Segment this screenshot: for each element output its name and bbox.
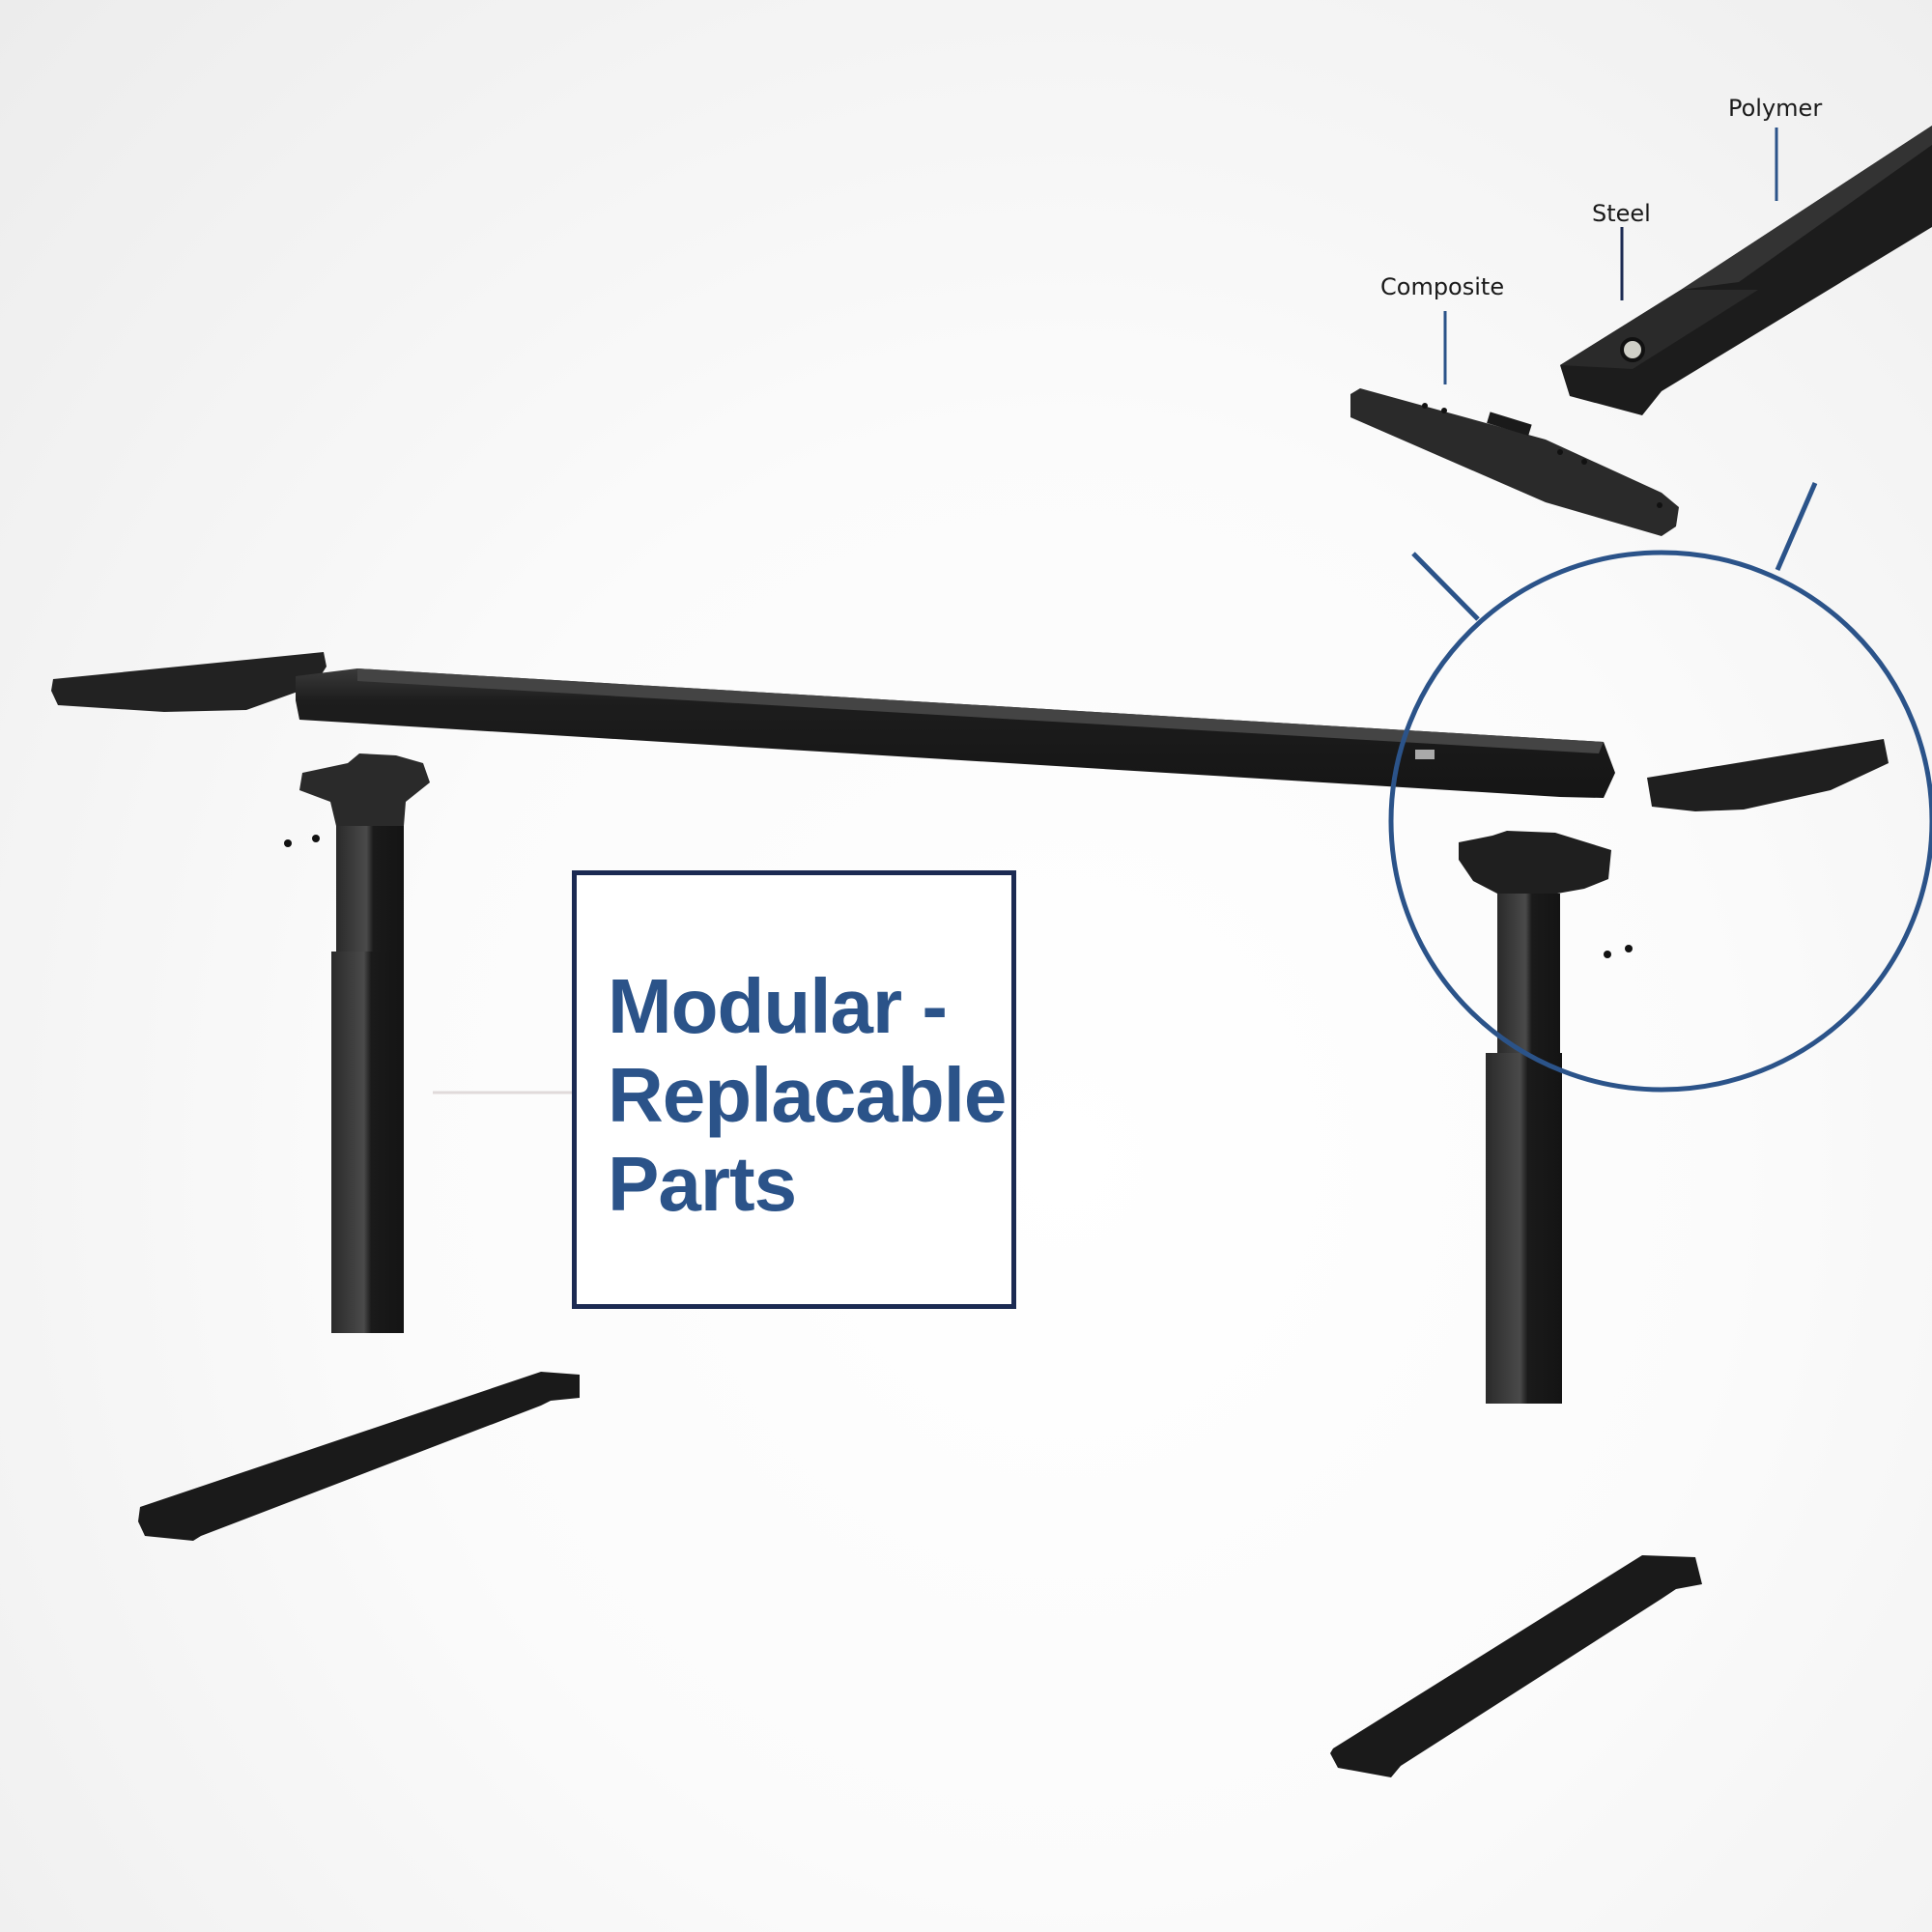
callout-line-1: Modular - xyxy=(608,963,948,1049)
screw xyxy=(1604,951,1611,958)
right-leg xyxy=(1459,831,1633,1404)
screw xyxy=(284,839,292,847)
screw xyxy=(312,835,320,842)
screw xyxy=(1625,945,1633,952)
callout-box: Modular - Replacable Parts xyxy=(572,870,1016,1309)
left-top-pad xyxy=(51,652,327,712)
right-top-pad xyxy=(1647,739,1889,811)
crossbar-detail xyxy=(1560,126,1932,415)
main-crossbar xyxy=(296,668,1615,798)
right-foot xyxy=(1330,1555,1702,1777)
highlight-leader-right xyxy=(1775,482,1818,571)
left-foot xyxy=(138,1372,580,1541)
highlight-leader-left xyxy=(1411,552,1480,621)
polymer-label: Polymer xyxy=(1728,95,1823,122)
callout-heading: Modular - Replacable Parts xyxy=(608,962,1007,1229)
callout-line-3: Parts xyxy=(608,1141,797,1227)
highlight-circle xyxy=(1388,550,1932,1093)
left-leg xyxy=(284,753,430,1333)
composite-label: Composite xyxy=(1380,273,1505,300)
steel-label: Steel xyxy=(1592,200,1651,227)
callout-line-2: Replacable xyxy=(608,1052,1007,1138)
composite-end-cap xyxy=(1350,388,1679,536)
